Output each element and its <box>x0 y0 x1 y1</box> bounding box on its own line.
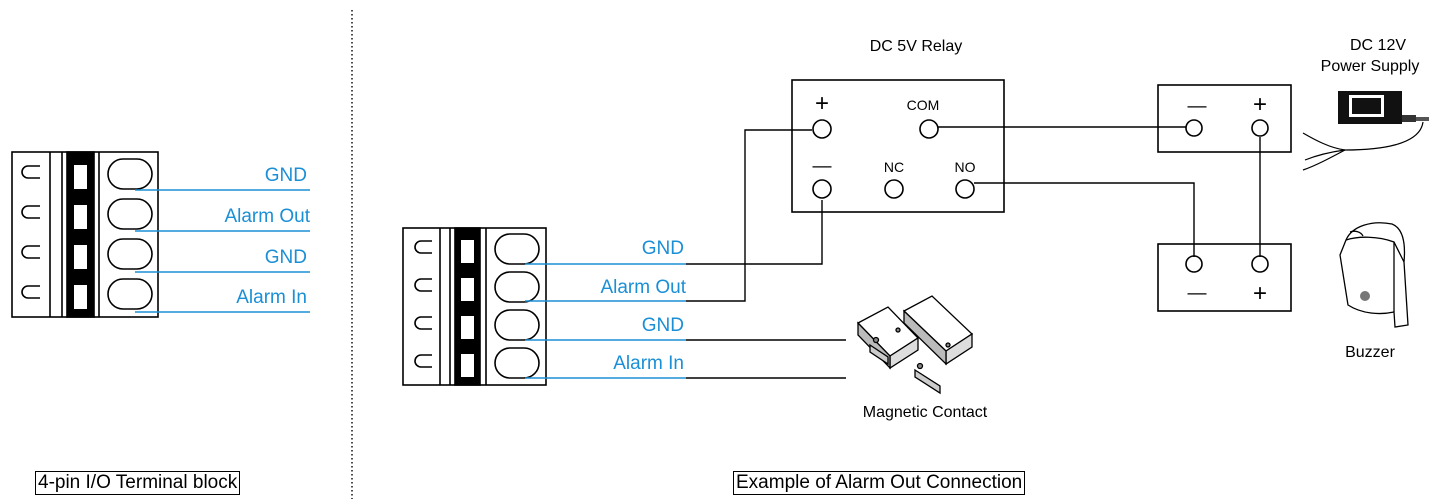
power-adapter-icon <box>1302 91 1429 171</box>
right-pin-wires-blue <box>525 263 686 379</box>
right-pin-label-1: GND <box>642 238 684 259</box>
ps-minus-label: — <box>1188 96 1207 117</box>
relay-box <box>791 79 1005 213</box>
relay-minus-label: — <box>813 156 832 177</box>
left-pin-label-3: GND <box>265 247 307 268</box>
power-supply-terminal <box>1157 84 1292 153</box>
right-terminal-block <box>402 227 547 386</box>
buzzer-terminal <box>1157 243 1292 312</box>
relay-plus-label: + <box>815 90 829 117</box>
relay-title: DC 5V Relay <box>870 38 962 55</box>
ps-title-line1: DC 12V <box>1350 37 1406 54</box>
connection-wires <box>686 126 1261 379</box>
magnetic-contact-icon <box>856 295 974 395</box>
left-pin-label-2: Alarm Out <box>224 206 310 227</box>
right-pin-label-4: Alarm In <box>613 353 684 374</box>
ps-plus-label: + <box>1253 91 1267 118</box>
left-pin-label-1: GND <box>265 165 307 186</box>
right-caption: Example of Alarm Out Connection <box>733 471 1026 495</box>
right-pin-label-3: GND <box>642 315 684 336</box>
left-pin-wires <box>135 189 310 313</box>
left-terminal-block <box>11 151 159 318</box>
relay-nc-label: NC <box>884 159 904 175</box>
right-pin-label-2: Alarm Out <box>600 277 686 298</box>
relay-com-label: COM <box>907 97 940 113</box>
ps-title-line2: Power Supply <box>1321 58 1420 75</box>
buzzer-plus-label: + <box>1253 280 1267 307</box>
buzzer-minus-label: — <box>1188 283 1207 304</box>
relay-no-label: NO <box>955 159 976 175</box>
left-pin-label-4: Alarm In <box>236 287 307 308</box>
buzzer-icon <box>1339 222 1409 328</box>
magnetic-contact-label: Magnetic Contact <box>863 404 988 421</box>
left-caption: 4-pin I/O Terminal block <box>35 471 241 495</box>
buzzer-label: Buzzer <box>1345 344 1395 361</box>
